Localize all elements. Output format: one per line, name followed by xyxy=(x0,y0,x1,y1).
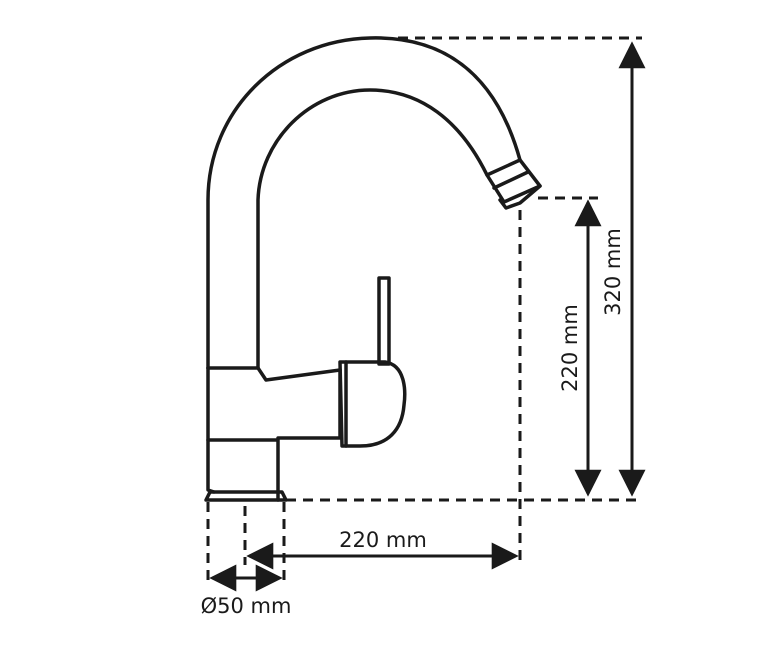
aerator xyxy=(485,158,542,204)
label-height-spout: 220 mm xyxy=(558,304,582,392)
label-reach: 220 mm xyxy=(339,528,427,552)
spout-outer xyxy=(206,36,522,370)
faucet xyxy=(204,36,542,502)
faucet-body-left xyxy=(206,438,216,494)
faucet-body-right xyxy=(276,368,342,440)
base-ring xyxy=(204,490,288,502)
label-height-total: 320 mm xyxy=(601,228,625,316)
faucet-body xyxy=(206,366,280,502)
lever xyxy=(377,276,391,366)
cartridge-cap xyxy=(338,360,407,448)
spout-inner xyxy=(256,88,489,370)
body-neck xyxy=(206,366,342,382)
label-base-diameter: Ø50 mm xyxy=(201,594,292,618)
aerator-ring xyxy=(492,170,530,190)
aerator-outlet xyxy=(498,184,542,210)
dimension-arrows xyxy=(209,41,646,592)
